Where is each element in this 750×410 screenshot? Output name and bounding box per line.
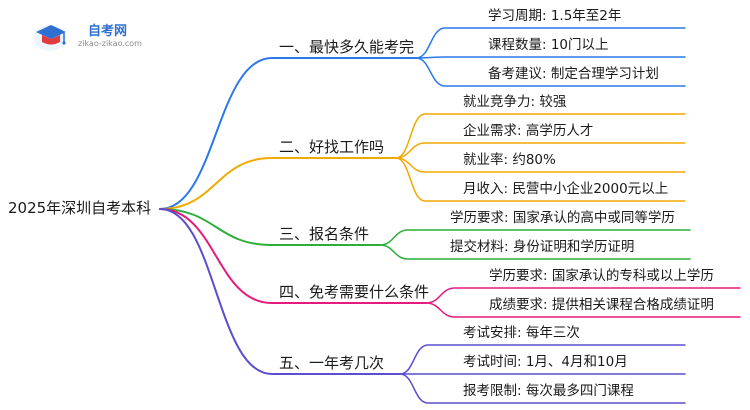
branch-2-leaf-2-link [395,142,686,159]
branch-1-leaf-1-link [415,27,686,59]
branch-2-leaf-1-link [395,113,686,159]
branch-2-leaf-2: 企业需求: 高学历人才 [463,123,594,139]
branch-2-leaf-1: 就业竞争力: 较强 [463,94,567,110]
branch-3-leaf-1: 学历要求: 国家承认的高中或同等学历 [450,210,675,226]
branch-1-leaf-2-link [415,56,686,59]
branch-1-leaf-3: 备考建议: 制定合理学习计划 [488,66,659,82]
branch-5-leaf-3: 报考限制: 每次最多四门课程 [463,383,634,399]
branch-5-link [159,208,401,375]
branch-3-link [159,208,381,246]
branch-4-leaf-1-link [425,287,741,304]
branch-3-leaf-2: 提交材料: 身份证明和学历证明 [450,239,635,255]
branch-5-leaf-1-link [399,344,686,375]
branch-5-leaf-2: 考试时间: 1月、4月和10月 [463,354,628,370]
branch-1-label: 一、最快多久能考完 [279,38,415,56]
branch-2-leaf-3: 就业率: 约80% [463,152,556,168]
branch-1-link [159,57,417,210]
branch-5-label: 五、一年考几次 [279,354,385,372]
branch-1-leaf-3-link [415,57,686,87]
branch-4-link [159,208,427,304]
branch-5-leaf-1: 考试安排: 每年三次 [463,325,580,341]
site-logo: 自考网 zikao-zikao.com [28,18,163,54]
branch-2-leaf-4-link [395,157,686,202]
graduation-cap-icon [34,25,66,51]
branch-1-leaf-1: 学习周期: 1.5年至2年 [488,8,622,24]
branch-2-leaf-4: 月收入: 民营中小企业2000元以上 [463,181,669,197]
branch-4-leaf-2: 成绩要求: 提供相关课程合格成绩证明 [489,297,714,313]
branch-2-link [159,157,397,210]
branch-3-leaf-1-link [379,229,691,246]
branch-4-label: 四、免考需要什么条件 [279,283,430,301]
branch-3-leaf-2-link [379,244,691,260]
branch-3-label: 三、报名条件 [279,225,370,243]
branch-4-leaf-1: 学历要求: 国家承认的专科或以上学历 [489,268,714,284]
branch-2-label: 二、好找工作吗 [279,138,385,156]
branch-5-leaf-3-link [399,373,686,404]
root-topic: 2025年深圳自考本科 [8,199,152,217]
logo-url: zikao-zikao.com [78,39,142,48]
branch-4-leaf-2-link [425,302,741,318]
logo-name: 自考网 [88,24,128,39]
branch-1-leaf-2: 课程数量: 10门以上 [488,37,609,53]
